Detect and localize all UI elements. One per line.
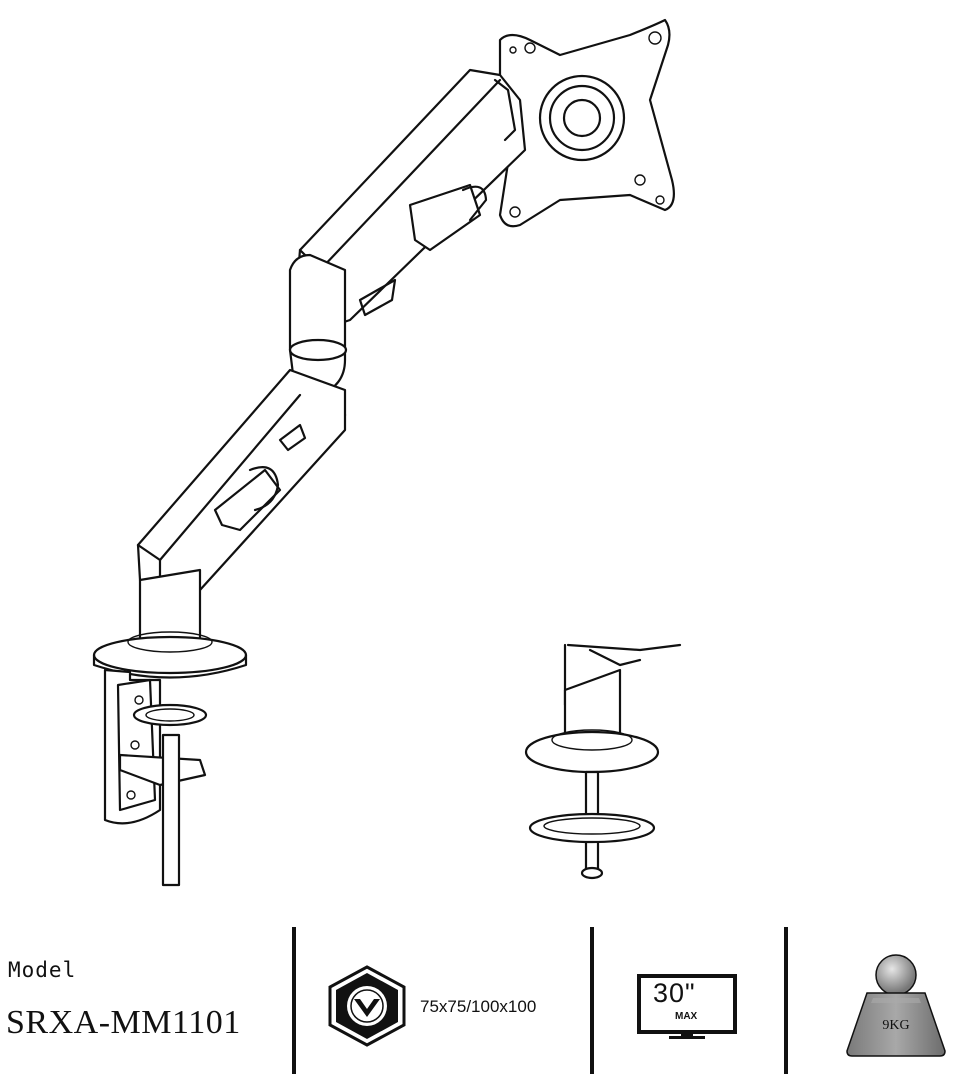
- vesa-compliant-icon: [328, 965, 406, 1047]
- divider-3: [784, 927, 788, 1074]
- monitor-base: [669, 1036, 705, 1039]
- vesa-sizes: 75x75/100x100: [420, 997, 537, 1016]
- divider-1: [292, 927, 296, 1074]
- model-code: SRXA-MM1101: [6, 1004, 241, 1041]
- weight-icon: 9KG: [845, 953, 947, 1057]
- weight-value: 9KG: [882, 1018, 910, 1033]
- screen-size-value: 30": [653, 978, 696, 1008]
- screen-size-max: MAX: [675, 1011, 698, 1022]
- desk-clamp: [92, 568, 248, 887]
- model-label: Model: [8, 958, 77, 982]
- vesa-plate: [498, 18, 675, 228]
- weight-shape: [846, 954, 946, 1057]
- monitor-arm-illustration: [92, 18, 682, 887]
- monitor-stand: [681, 1032, 693, 1037]
- divider-2: [590, 927, 594, 1074]
- monitor-size-icon: 30" MAX: [637, 974, 737, 1039]
- grommet-mount-detail: [524, 643, 682, 880]
- lower-arm: [136, 368, 347, 602]
